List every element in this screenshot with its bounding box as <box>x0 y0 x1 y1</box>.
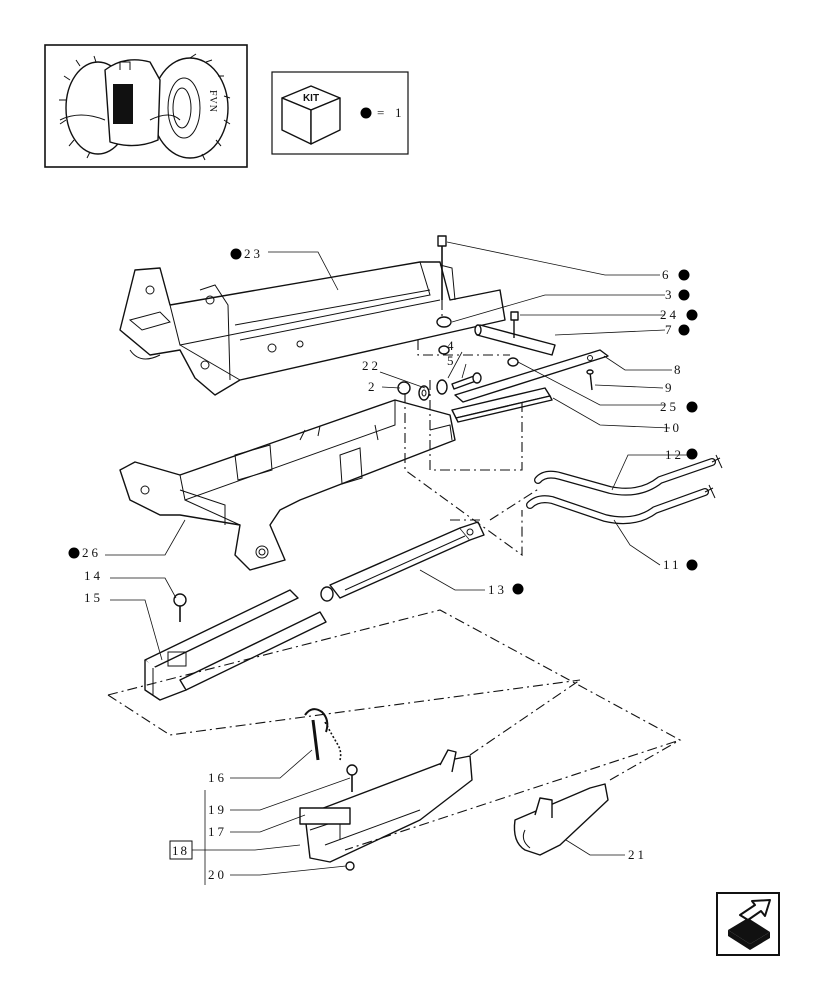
callout-19: 19 <box>208 802 227 817</box>
callout-16: 16 <box>208 770 227 785</box>
bolt-part-14 <box>173 593 187 622</box>
kit-dot-icon <box>686 401 698 413</box>
plate-part-8 <box>454 349 609 403</box>
callout-7: 7 <box>665 322 675 337</box>
kit-dot-icon <box>512 583 524 595</box>
callout-22: 22 <box>362 358 381 373</box>
kit-dot-icon <box>678 269 690 281</box>
callout-labels: 23 6 3 24 7 8 22 4 5 2 9 25 10 12 26 11 … <box>68 246 698 882</box>
callout-9: 9 <box>665 380 675 395</box>
kit-dot-icon <box>686 448 698 460</box>
callout-21: 21 <box>628 847 647 862</box>
kit-dot-icon <box>678 289 690 301</box>
callout-5: 5 <box>447 353 457 368</box>
nut-part-20 <box>345 861 355 871</box>
tractor-thumbnail: FVN <box>44 44 248 168</box>
leader-lines <box>105 241 688 885</box>
next-page-arrow-icon[interactable] <box>716 892 780 956</box>
kit-legend: KIT = 1 <box>271 71 409 155</box>
assembly-lines <box>107 340 682 851</box>
cylinder-part-13 <box>320 521 485 602</box>
kit-equals: = <box>377 105 387 120</box>
bolt-part-19 <box>346 764 358 792</box>
support-part-15 <box>144 589 327 701</box>
callout-6: 6 <box>662 267 672 282</box>
lower-frame-part-26 <box>119 399 456 571</box>
spacer-part-4 <box>436 379 448 395</box>
upper-frame-part-23 <box>119 261 506 396</box>
callout-12: 12 <box>665 447 684 462</box>
lock-pin-part-16 <box>304 708 342 761</box>
nut-part-25 <box>507 357 519 367</box>
kit-dot-icon <box>360 107 372 119</box>
callout-8: 8 <box>674 362 684 377</box>
hose-part-12 <box>534 454 723 496</box>
washer-part-22 <box>418 385 430 401</box>
callout-4: 4 <box>447 338 457 353</box>
svg-text:FVN: FVN <box>207 90 218 113</box>
callout-10: 10 <box>663 420 682 435</box>
drawbar-part-18 <box>299 749 473 863</box>
callout-3: 3 <box>665 287 675 302</box>
callout-26: 26 <box>82 545 101 560</box>
kit-dot-icon <box>686 559 698 571</box>
callout-11: 11 <box>663 557 682 572</box>
kit-dot-icon <box>678 324 690 336</box>
bolt-part-6 <box>437 235 447 318</box>
callout-13: 13 <box>488 582 507 597</box>
pin-part-7 <box>474 324 556 356</box>
callout-18: 18 <box>172 843 189 858</box>
callout-15: 15 <box>84 590 103 605</box>
callout-2: 2 <box>368 379 378 394</box>
callout-18-box <box>169 840 193 860</box>
callout-25: 25 <box>660 399 679 414</box>
bolt-part-24 <box>510 311 519 338</box>
callout-23: 23 <box>244 246 263 261</box>
hook-part-21 <box>513 783 609 856</box>
bolt-part-5 <box>451 372 482 390</box>
callout-17: 17 <box>208 824 227 839</box>
callout-24: 24 <box>660 307 679 322</box>
bushing-part-3 <box>436 316 452 355</box>
kit-dot-icon <box>68 547 80 559</box>
callout-20: 20 <box>208 867 227 882</box>
kit-value: 1 <box>395 105 405 120</box>
screw-part-9 <box>586 369 594 391</box>
plate-part-10 <box>451 387 553 423</box>
kit-dot-icon <box>230 248 242 260</box>
callout-14: 14 <box>84 568 103 583</box>
hose-part-11 <box>526 484 716 525</box>
kit-label: KIT <box>303 93 319 104</box>
kit-dot-icon <box>686 309 698 321</box>
